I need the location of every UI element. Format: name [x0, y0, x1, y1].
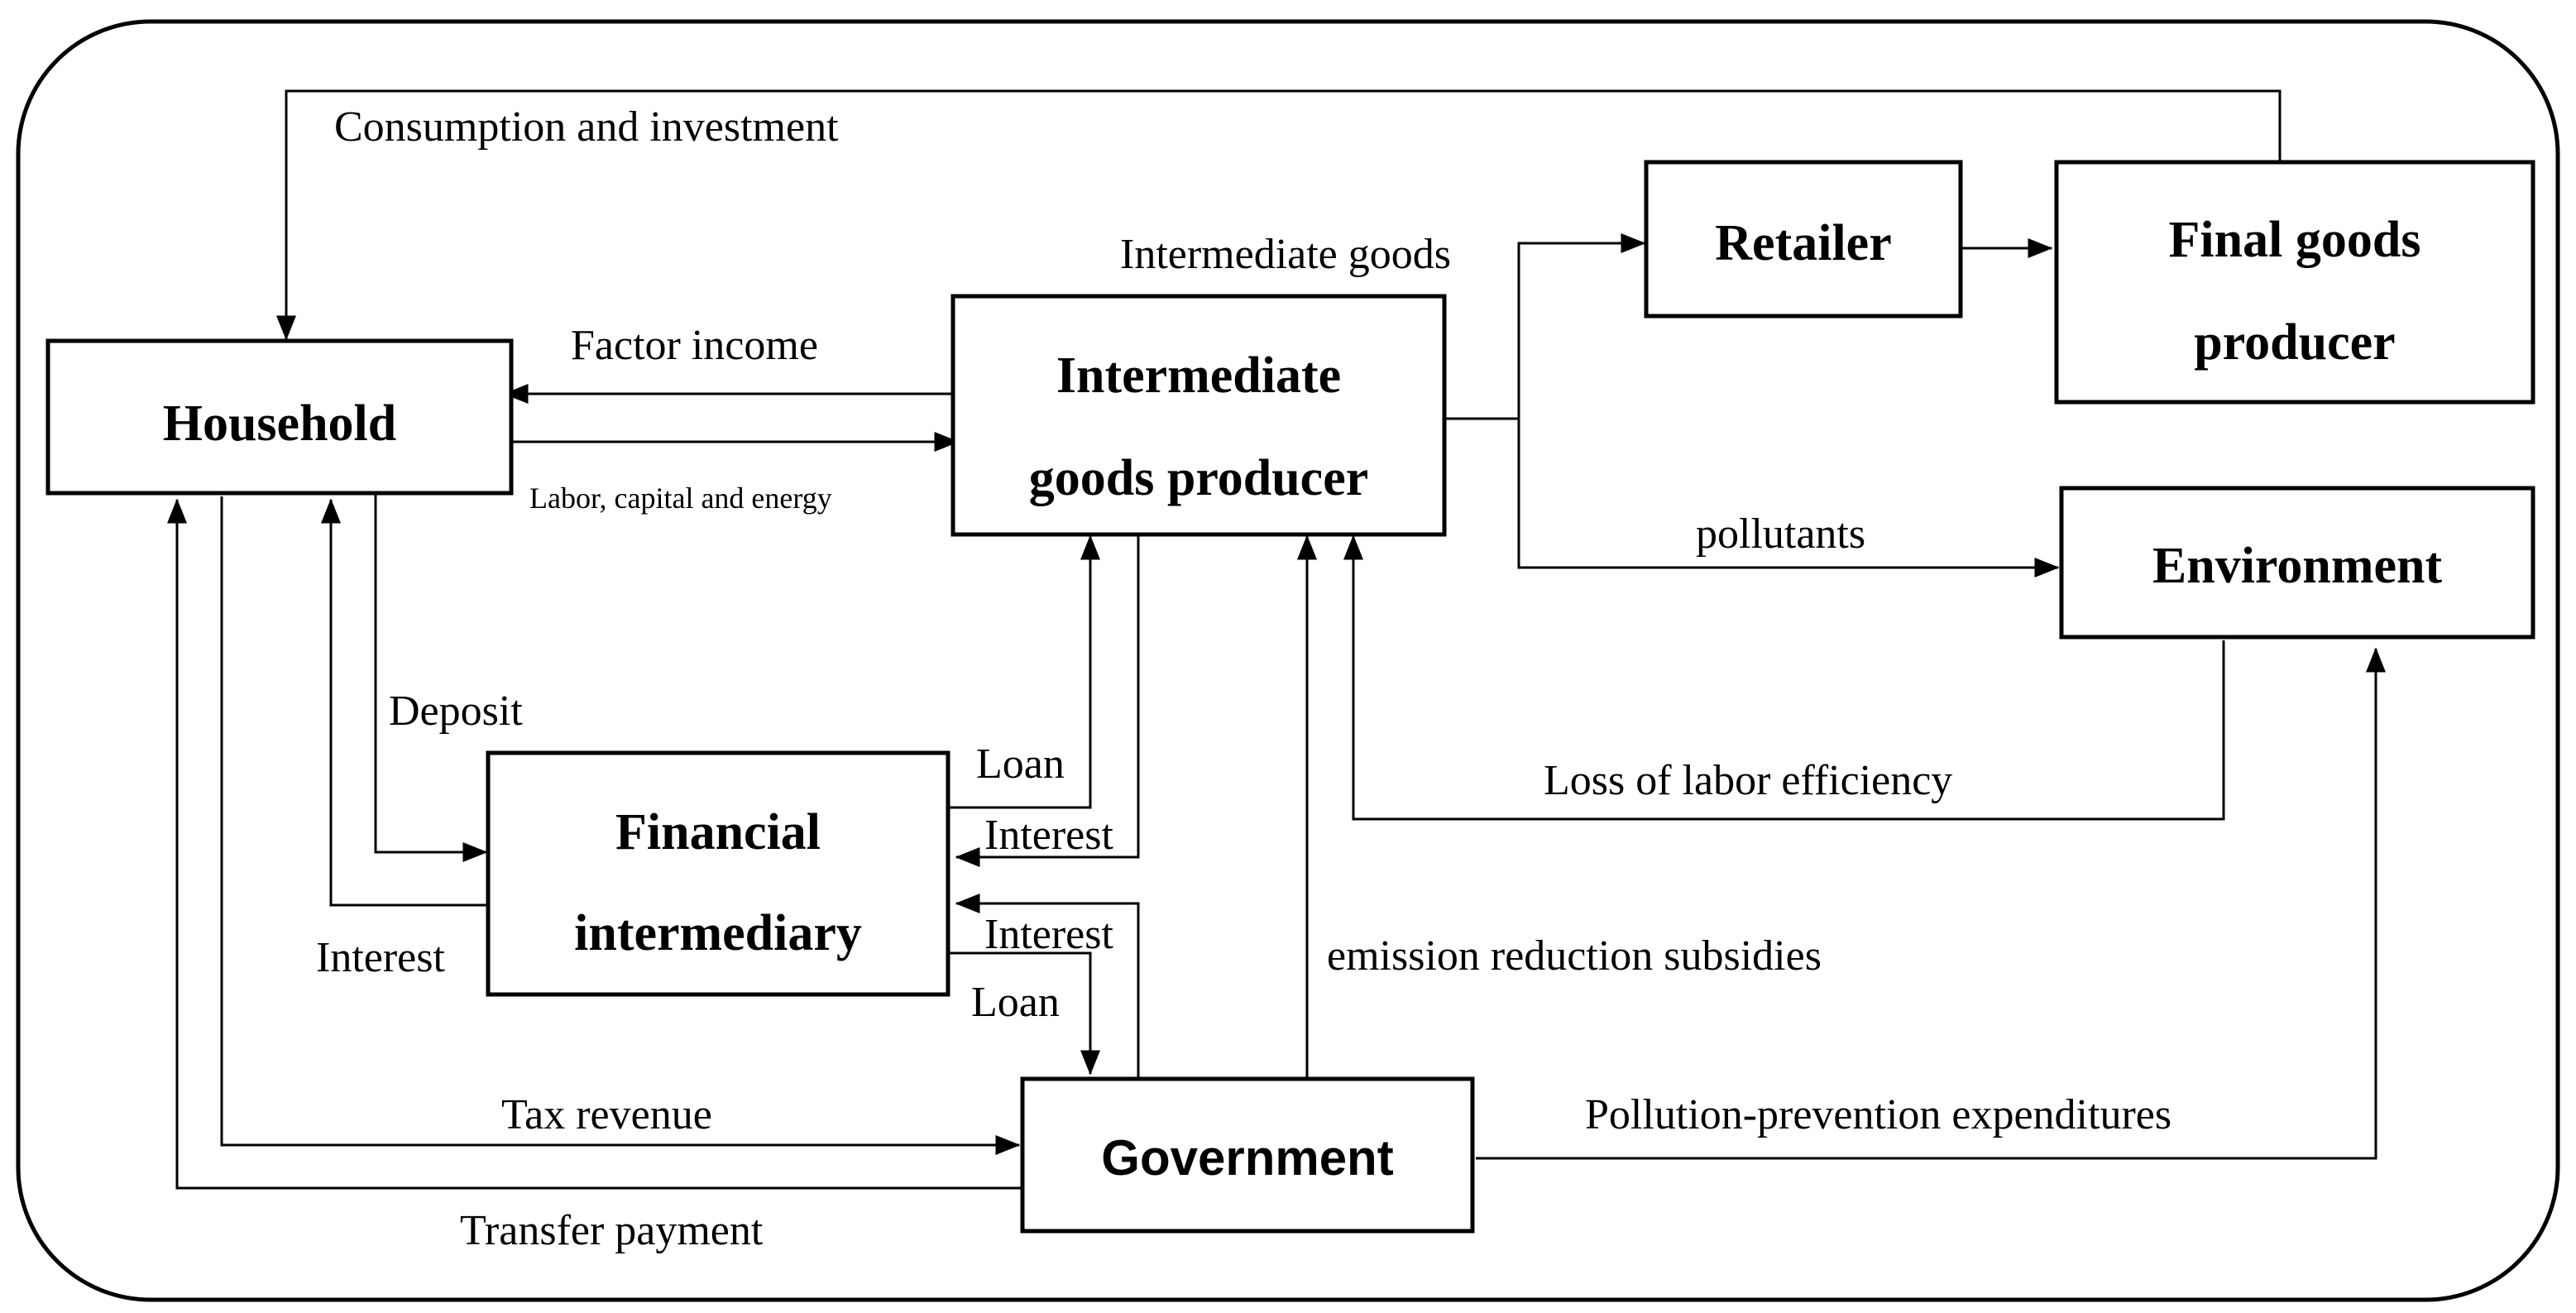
financial-label-line2: intermediary [574, 905, 862, 961]
financial-label-line1: Financial [615, 804, 821, 860]
node-environment: Environment [2059, 486, 2535, 640]
flow-intermediate-goods [1446, 233, 1646, 420]
label-loan-to-government: Loan [971, 979, 1060, 1026]
label-emission-reduction-subsidies: emission reduction subsidies [1327, 932, 1822, 980]
flow-pollutants [1517, 419, 2060, 577]
flow-consumption-investment [276, 89, 2282, 341]
label-interest-from-government: Interest [984, 911, 1113, 958]
label-tax-revenue: Tax revenue [501, 1091, 712, 1138]
flow-loan-to-government [950, 951, 1100, 1076]
flow-loan-to-producer [950, 534, 1100, 809]
intermediate-label-line1: Intermediate [1056, 347, 1341, 404]
intermediate-label-line2: goods producer [1029, 450, 1369, 506]
label-pollution-prevention-expenditures: Pollution-prevention expenditures [1585, 1091, 2171, 1138]
node-intermediate-goods-producer: Intermediate goods producer [950, 294, 1447, 537]
label-consumption-investment: Consumption and investment [334, 103, 839, 151]
flow-pollution-prevention-expenditures [1476, 647, 2386, 1160]
node-retailer: Retailer [1644, 160, 1963, 319]
label-loan-to-producer: Loan [976, 740, 1065, 788]
label-deposit: Deposit [389, 688, 523, 735]
label-factor-income: Factor income [571, 322, 818, 369]
label-interest-to-household: Interest [316, 934, 445, 981]
environment-label: Environment [2152, 538, 2443, 594]
outer-frame [16, 19, 2560, 1302]
node-financial-intermediary: Financial intermediary [486, 750, 950, 997]
household-label: Household [163, 395, 397, 452]
label-intermediate-goods: Intermediate goods [1120, 231, 1451, 278]
node-government: Government [1020, 1076, 1475, 1234]
label-loss-of-labor-efficiency: Loss of labor efficiency [1544, 757, 1952, 804]
flow-interest-from-producer [955, 536, 1140, 867]
final-label-line2: producer [2194, 314, 2395, 371]
retailer-label: Retailer [1715, 215, 1891, 271]
flow-transfer-payment [167, 498, 1026, 1190]
label-transfer-payment: Transfer payment [460, 1207, 764, 1254]
flow-loss-of-labor-efficiency [1343, 534, 2225, 821]
final-label-line1: Final goods [2169, 212, 2421, 268]
flow-interest-from-government [955, 894, 1140, 1077]
label-interest-from-producer: Interest [984, 812, 1113, 859]
label-pollutants: pollutants [1696, 510, 1865, 558]
label-labor-capital-energy: Labor, capital and energy [529, 482, 832, 515]
flow-tax-revenue [220, 496, 1021, 1155]
flow-deposit [374, 495, 488, 862]
flow-interest-to-household [321, 498, 486, 907]
node-household: Household [45, 338, 514, 496]
government-label: Government [1101, 1130, 1393, 1186]
node-final-goods-producer: Final goods producer [2054, 160, 2535, 405]
